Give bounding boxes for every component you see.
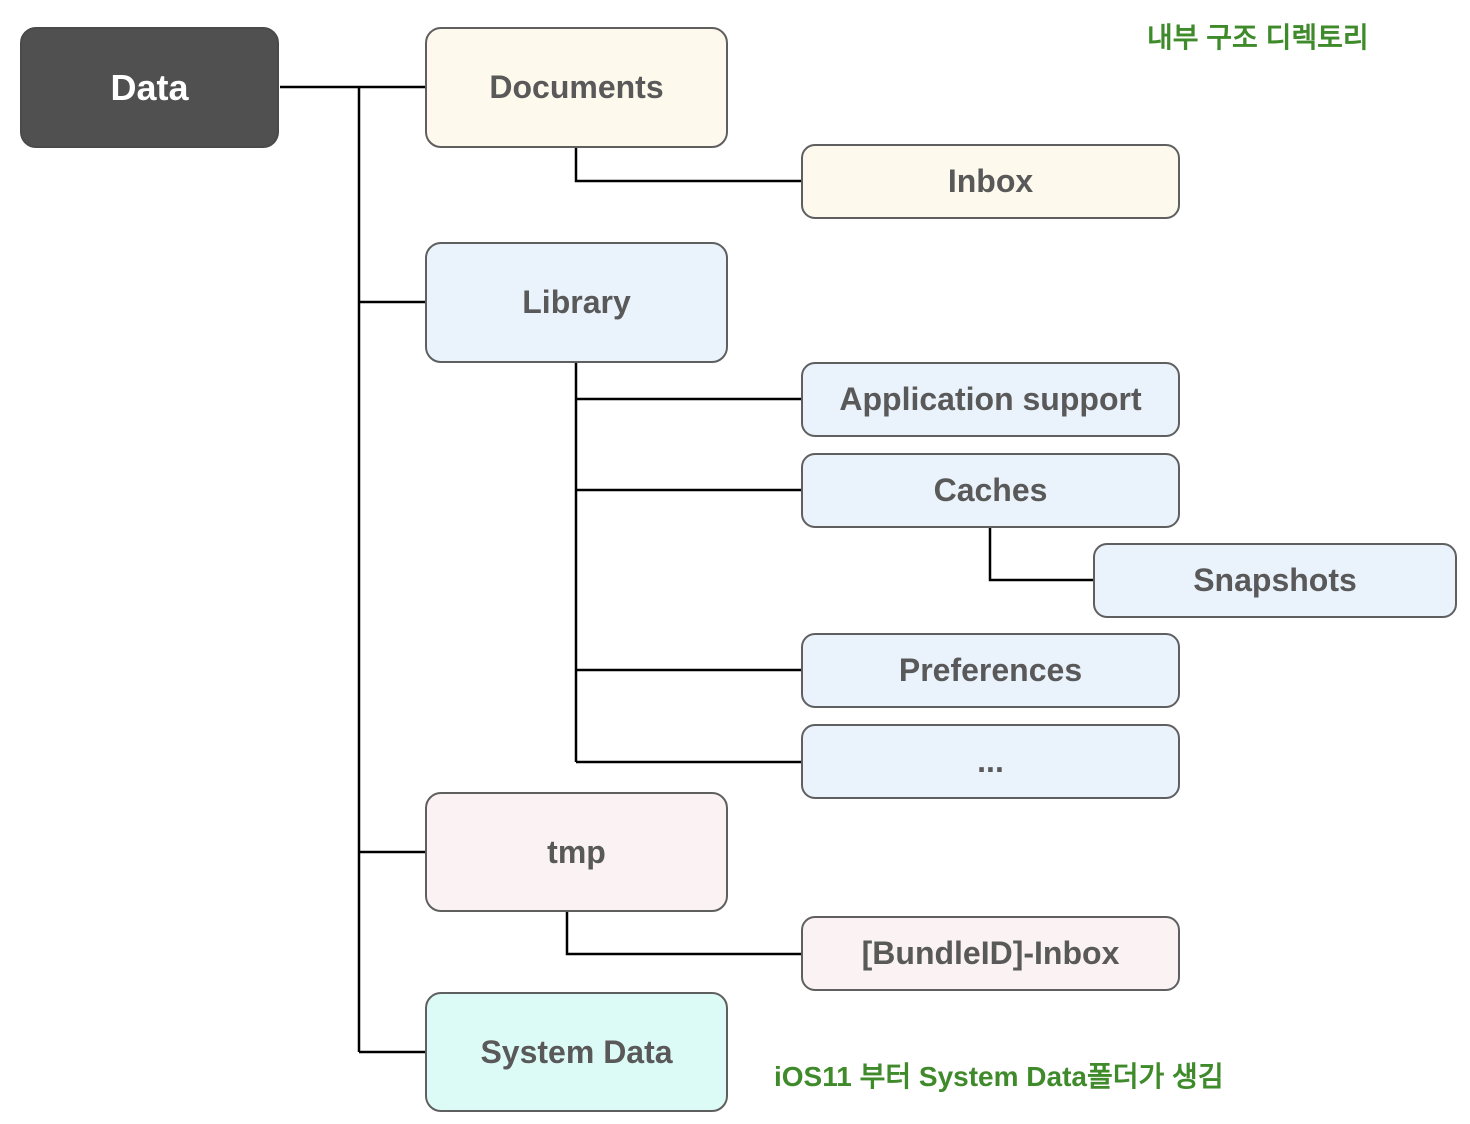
- node-system-data: System Data: [425, 992, 728, 1112]
- diagram-title: 내부 구조 디렉토리: [1147, 22, 1369, 53]
- node-caches: Caches: [801, 453, 1180, 528]
- node-tmp: tmp: [425, 792, 728, 912]
- connector-caches-snapshots: [988, 528, 1094, 582]
- node-application-support: Application support: [801, 362, 1180, 437]
- connector-tmp-bundleid-inbox: [565, 912, 802, 956]
- node-library: Library: [425, 242, 728, 363]
- node-ellipsis: ...: [801, 724, 1180, 799]
- node-preferences: Preferences: [801, 633, 1180, 708]
- ios11-note: iOS11 부터 System Data폴더가 생김: [774, 1061, 1224, 1092]
- node-inbox: Inbox: [801, 144, 1180, 219]
- connector-documents-inbox: [574, 148, 802, 183]
- node-snapshots: Snapshots: [1093, 543, 1457, 618]
- node-data: Data: [20, 27, 279, 148]
- node-bundleid-inbox: [BundleID]-Inbox: [801, 916, 1180, 991]
- node-documents: Documents: [425, 27, 728, 148]
